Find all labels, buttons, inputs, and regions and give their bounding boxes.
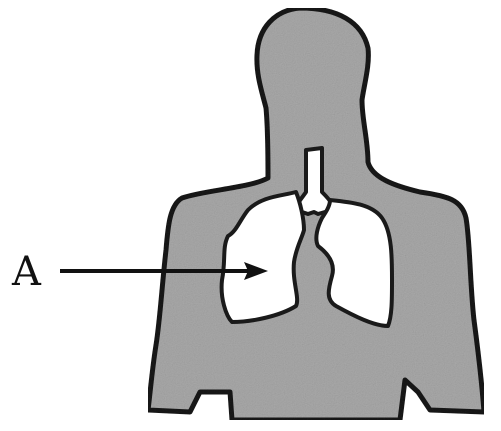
label-a: A <box>11 249 42 295</box>
